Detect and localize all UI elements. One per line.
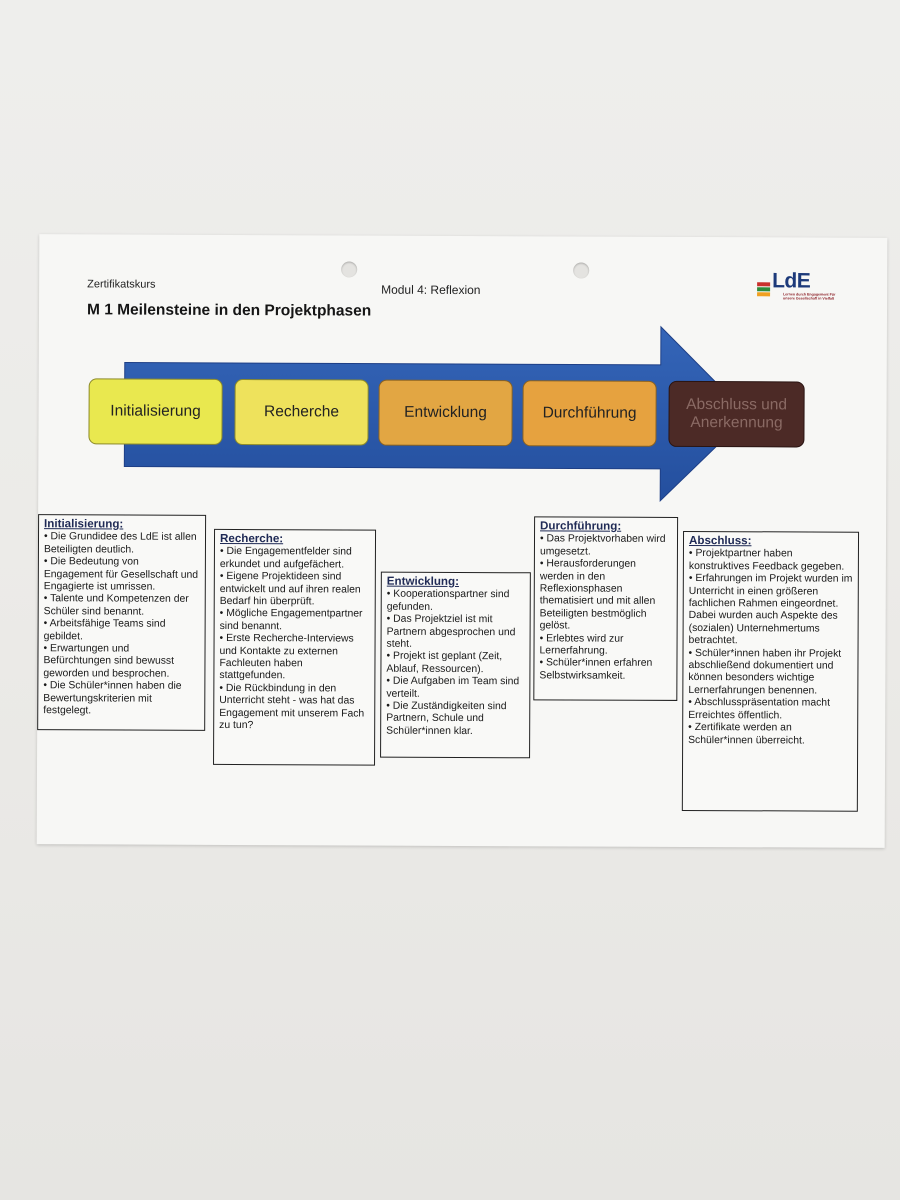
milestone-item: • Das Projektziel ist mit Partnern abges… <box>386 613 516 650</box>
milestone-item: • Talente und Kompetenzen der Schüler si… <box>43 593 189 618</box>
milestone-item: • Die Rückbindung in den Unterricht steh… <box>219 682 365 732</box>
phase-entwicklung: Entwicklung <box>378 379 513 447</box>
milestone-item: • Herausforderungen werden in den Reflex… <box>539 558 656 632</box>
milestone-item: • Abschlusspräsentation macht Erreichtes… <box>688 697 831 722</box>
milestone-item: • Die Schüler*innen haben die Bewertungs… <box>43 680 182 717</box>
box-heading: Entwicklung: <box>386 574 459 588</box>
milestone-item: • Projektpartner haben konstruktives Fee… <box>688 548 845 573</box>
milestone-item: • Erlebtes wird zur Lernerfahrung. <box>539 632 624 657</box>
milestone-item: • Die Grundidee des LdE ist allen Beteil… <box>43 531 197 556</box>
milestone-item: • Eigene Projektideen sind entwickelt un… <box>219 571 361 608</box>
milestone-item: • Schüler*innen haben ihr Projekt abschl… <box>688 647 842 697</box>
phase-initialisierung: Initialisierung <box>88 378 223 445</box>
worksheet-page: Zertifikatskurs Modul 4: Reflexion M 1 M… <box>36 234 888 848</box>
milestone-item: • Erfahrungen im Projekt wurden im Unter… <box>688 573 853 647</box>
box-heading: Recherche: <box>219 531 284 546</box>
milestone-box-abschluss: Abschluss: • Projektpartner haben konstr… <box>681 530 860 812</box>
phase-durchfuehrung: Durchführung <box>522 380 657 447</box>
milestone-item: • Zertifikate werden an Schüler*innen üb… <box>688 722 805 746</box>
milestone-item: • Das Projektvorhaben wird umgesetzt. <box>539 533 666 558</box>
milestone-box-recherche: Recherche: • Die Engagementfelder sind e… <box>213 528 377 766</box>
box-heading: Initialisierung: <box>44 517 124 531</box>
milestone-item: • Die Engagementfelder sind erkundet und… <box>219 546 352 571</box>
box-heading: Durchführung: <box>540 519 622 533</box>
milestone-item: • Projekt ist geplant (Zeit, Ablauf, Res… <box>386 651 503 675</box>
milestone-item: • Kooperationspartner sind gefunden. <box>386 589 510 613</box>
milestone-item: • Die Zuständigkeiten sind Partnern, Sch… <box>386 700 507 737</box>
milestone-item: • Erste Recherche-Interviews und Kontakt… <box>219 633 354 682</box>
milestone-item: • Erwartungen und Befürchtungen sind bew… <box>43 643 175 680</box>
milestone-item: • Die Aufgaben im Team sind verteilt. <box>386 675 520 700</box>
milestone-box-initialisierung: Initialisierung: • Die Grundidee des LdE… <box>37 514 207 731</box>
box-heading: Abschluss: <box>688 533 752 548</box>
milestone-item: • Die Bedeutung von Engagement für Gesel… <box>43 556 199 593</box>
phase-recherche: Recherche <box>234 379 369 446</box>
milestone-box-entwicklung: Entwicklung: • Kooperationspartner sind … <box>380 571 531 759</box>
milestone-item: • Schüler*innen erfahren Selbstwirksamke… <box>539 657 653 682</box>
phase-abschluss: Abschluss und Anerkennung <box>668 380 805 448</box>
milestone-item: • Mögliche Engagementpartner sind benann… <box>219 608 363 633</box>
milestone-item: • Arbeitsfähige Teams sind gebildet. <box>43 618 166 643</box>
milestone-box-durchfuehrung: Durchführung: • Das Projektvorhaben wird… <box>533 516 679 701</box>
